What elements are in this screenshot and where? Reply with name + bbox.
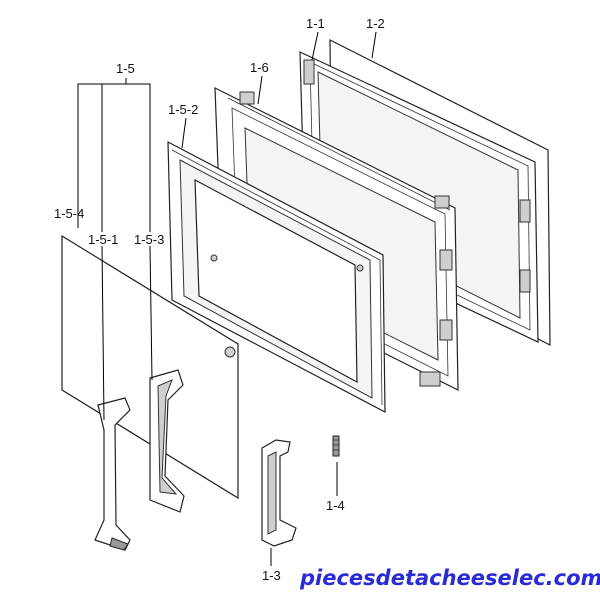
part-1-5-4-glass-panel (61, 234, 239, 500)
label-1-2: 1-2 (366, 16, 385, 31)
part-1-5-2-door-frame (167, 140, 386, 414)
part-labels: 1-1 1-2 1-6 1-5 1-5-2 1-5-4 1-5-1 1-5-3 … (54, 16, 385, 583)
part-1-5-3-door-handle (149, 369, 185, 513)
label-1-3: 1-3 (262, 568, 281, 583)
label-1-4: 1-4 (326, 498, 345, 513)
label-1-5-1: 1-5-1 (88, 232, 118, 247)
label-1-5: 1-5 (116, 61, 135, 76)
label-1-1: 1-1 (306, 16, 325, 31)
label-1-5-2: 1-5-2 (168, 102, 198, 117)
label-1-5-4: 1-5-4 (54, 206, 84, 221)
watermark-text: piecesdetacheeselec.com (299, 566, 600, 590)
label-1-5-3: 1-5-3 (134, 232, 164, 247)
part-1-3-door-hook (261, 439, 297, 547)
leader-lines (77, 31, 377, 566)
label-1-6: 1-6 (250, 60, 269, 75)
part-1-5-1-handle-cover (94, 397, 131, 551)
part-1-4-spring (332, 435, 340, 457)
